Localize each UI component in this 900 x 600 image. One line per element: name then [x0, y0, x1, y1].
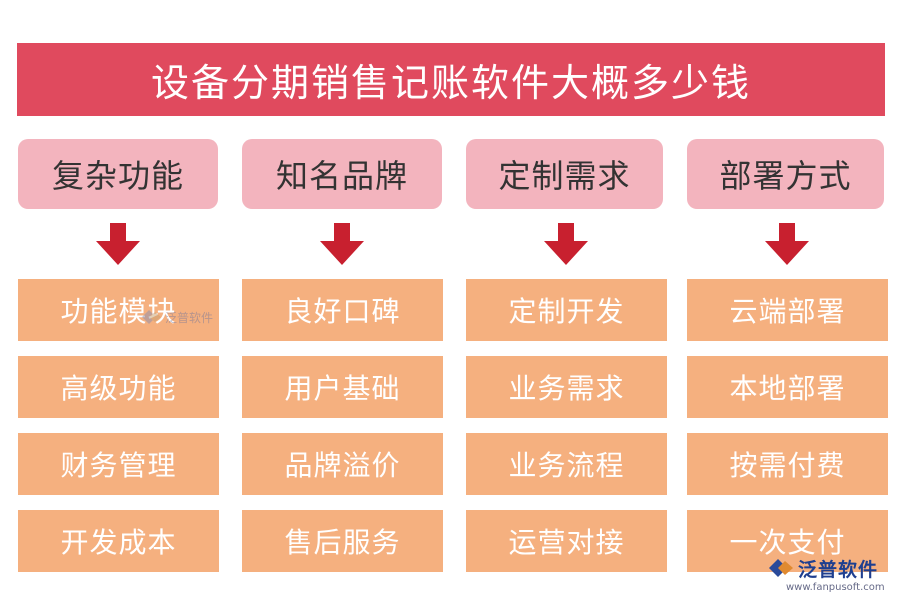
down-arrow-icon: [320, 223, 364, 265]
watermark-text: 泛普软件: [165, 310, 214, 325]
item-after-sales: 售后服务: [242, 510, 443, 572]
item-operations-integration: 运营对接: [466, 510, 667, 572]
item-advanced-features: 高级功能: [18, 356, 219, 418]
item-custom-development: 定制开发: [466, 279, 667, 341]
item-financial-management: 财务管理: [18, 433, 219, 495]
watermark: 泛普软件: [140, 308, 213, 326]
item-business-needs: 业务需求: [466, 356, 667, 418]
item-local-deployment: 本地部署: [687, 356, 888, 418]
item-business-process: 业务流程: [466, 433, 667, 495]
item-user-base: 用户基础: [242, 356, 443, 418]
item-pay-as-needed: 按需付费: [687, 433, 888, 495]
brand-logo-icon: [142, 310, 161, 324]
footer-logo-text: 泛普软件: [798, 558, 879, 581]
category-complex-features: 复杂功能: [18, 139, 218, 209]
footer-url: www.fanpusoft.com: [786, 582, 885, 593]
item-feature-modules: 功能模块: [18, 279, 219, 341]
brand-logo-icon: [769, 559, 793, 577]
item-good-reputation: 良好口碑: [242, 279, 443, 341]
item-brand-premium: 品牌溢价: [242, 433, 443, 495]
footer-brand: 泛普软件: [768, 553, 890, 583]
item-development-cost: 开发成本: [18, 510, 219, 572]
category-known-brand: 知名品牌: [242, 139, 442, 209]
down-arrow-icon: [96, 223, 140, 265]
item-cloud-deployment: 云端部署: [687, 279, 888, 341]
item-one-time-payment: 一次支付: [687, 510, 888, 572]
down-arrow-icon: [765, 223, 809, 265]
down-arrow-icon: [544, 223, 588, 265]
category-custom-needs: 定制需求: [466, 139, 663, 209]
category-deployment-method: 部署方式: [687, 139, 884, 209]
page-title: 设备分期销售记账软件大概多少钱: [17, 43, 885, 116]
